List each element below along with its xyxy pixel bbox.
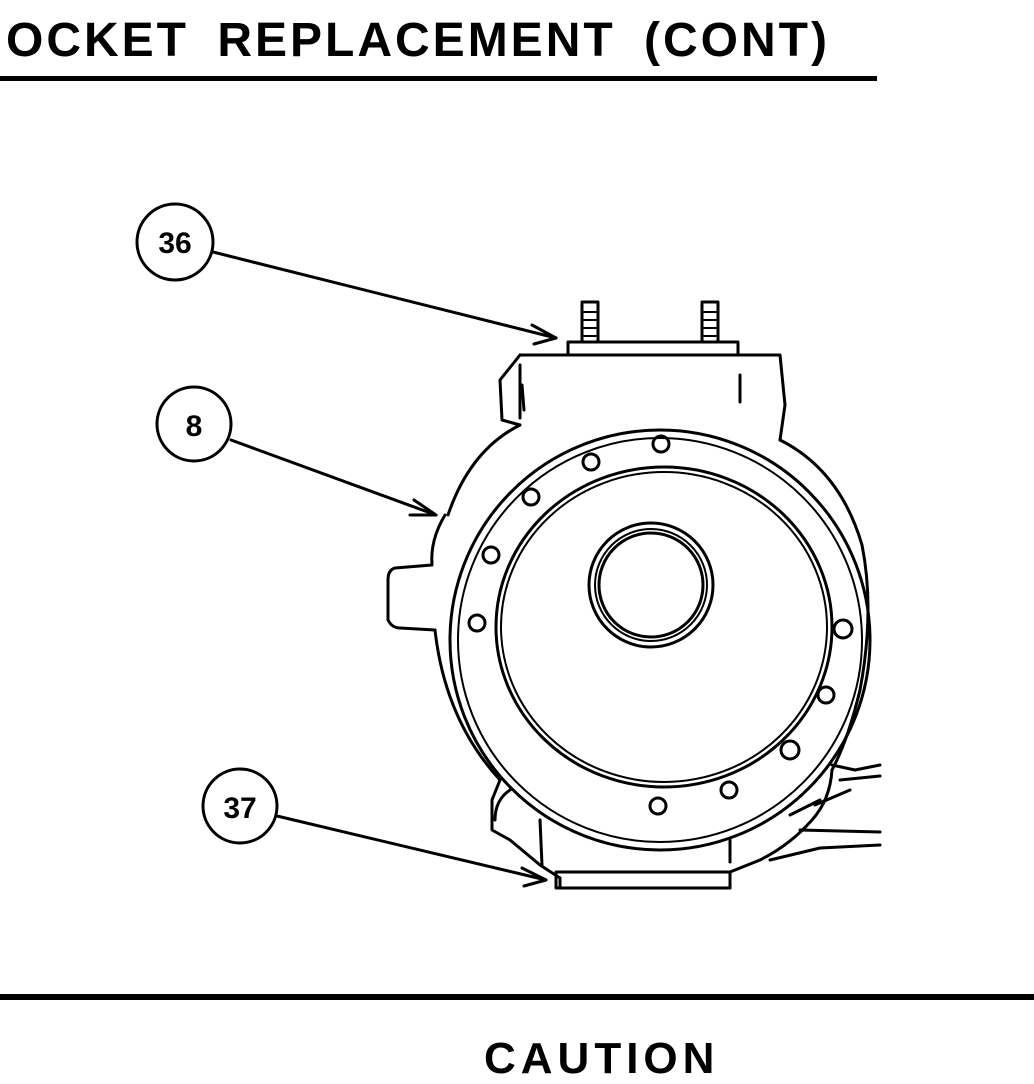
callout-37: 37: [201, 767, 548, 888]
page-title: OCKET REPLACEMENT (CONT): [6, 14, 830, 67]
callout-8: 8: [155, 385, 438, 517]
callout-37-arrowhead: [520, 866, 548, 888]
callout-37-label: 37: [223, 792, 256, 825]
callout-36-leader: [211, 250, 558, 340]
callout-8-arrowhead: [408, 498, 438, 517]
callout-8-label: 8: [186, 410, 203, 443]
flange-rings: [448, 428, 872, 852]
callout-36: 36: [135, 202, 558, 346]
callout-36-label: 36: [158, 227, 191, 260]
bolt-holes: [467, 434, 854, 816]
callout-36-arrowhead: [530, 323, 558, 346]
callout-8-leader: [229, 438, 438, 517]
caution-heading: CAUTION: [484, 1034, 720, 1083]
section-divider: [0, 994, 1034, 1000]
callout-37-leader: [275, 814, 548, 882]
housing-body: [386, 300, 882, 890]
title-underline: [0, 76, 877, 81]
